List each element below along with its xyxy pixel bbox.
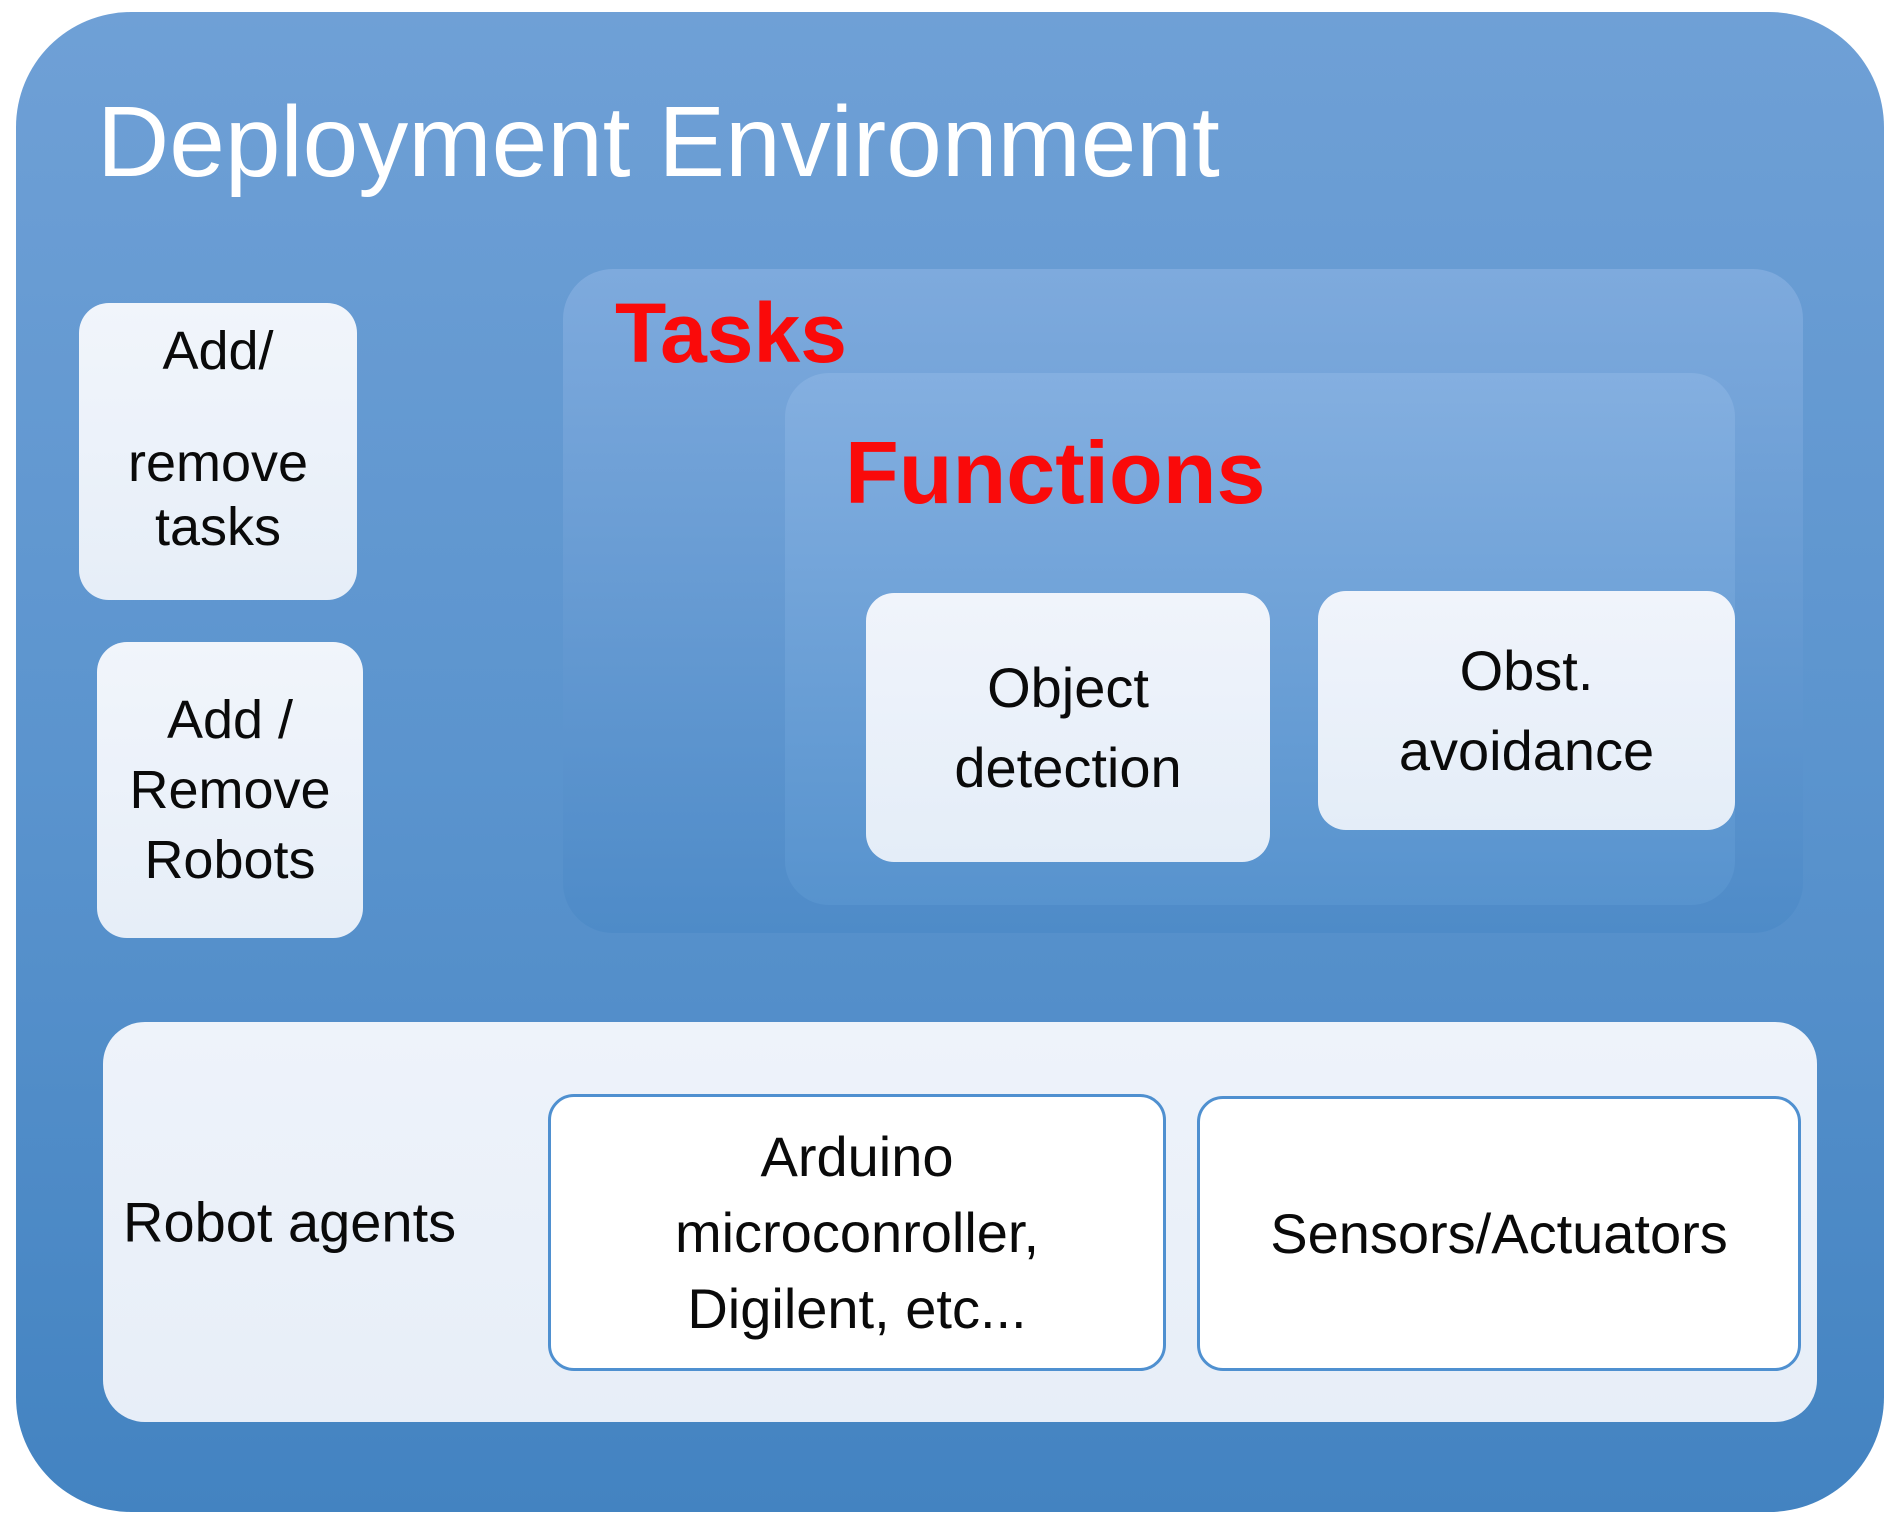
box-label-line: Arduino <box>760 1124 954 1188</box>
functions-group: Functions Object detection Obst. avoidan… <box>785 373 1735 905</box>
functions-group-label: Functions <box>845 423 1266 522</box>
tasks-group: Tasks Functions Object detection Obst. a… <box>563 269 1803 933</box>
box-label-line: tasks <box>154 497 282 557</box>
robot-agents-group: Robot agents Arduino microconroller, Dig… <box>103 1022 1817 1422</box>
add-remove-robots-box: Add / Remove Robots <box>97 642 363 938</box>
box-label-line: Object <box>987 655 1149 719</box>
tasks-group-label: Tasks <box>615 286 847 380</box>
box-label-line: Robots <box>144 830 316 890</box>
sensors-actuators-box: Sensors/Actuators <box>1197 1096 1801 1371</box>
robot-agents-label: Robot agents <box>123 1190 457 1254</box>
deployment-environment-container: Deployment Environment Add/ remove tasks… <box>16 12 1884 1512</box>
box-label-line: Remove <box>129 760 331 820</box>
box-label-line: Add/ <box>162 321 274 381</box>
box-label-line: Sensors/Actuators <box>1270 1201 1728 1265</box>
box-label-line: Add / <box>166 690 294 750</box>
obstacle-avoidance-box: Obst. avoidance <box>1318 591 1735 830</box>
box-label-line: microconroller, <box>674 1200 1040 1264</box>
box-label-line: detection <box>954 735 1182 799</box>
box-label-line: Obst. <box>1459 638 1594 702</box>
object-detection-box: Object detection <box>866 593 1270 862</box>
box-label-line: avoidance <box>1398 718 1655 782</box>
box-label-line: Digilent, etc... <box>687 1276 1027 1340</box>
arduino-microcontroller-box: Arduino microconroller, Digilent, etc... <box>548 1094 1166 1371</box>
page-title: Deployment Environment <box>97 86 1220 198</box>
add-remove-tasks-box: Add/ remove tasks <box>79 303 357 600</box>
box-label-line: remove <box>127 433 309 493</box>
